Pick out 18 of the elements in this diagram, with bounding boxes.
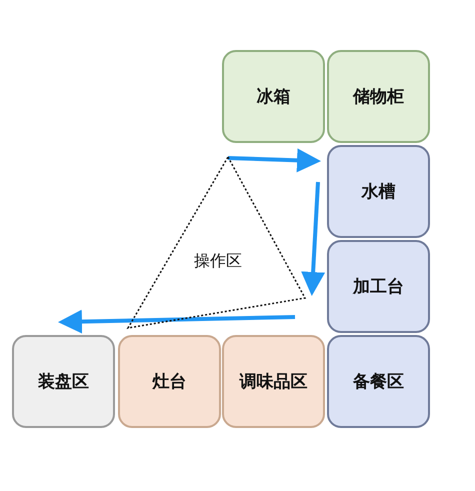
zone-label: 灶台 [152, 371, 186, 393]
zone-box [327, 50, 430, 143]
zone-box [327, 240, 430, 333]
zone-box [222, 50, 325, 143]
zone-box [222, 335, 325, 428]
zone-box [118, 335, 221, 428]
zone-label: 加工台 [353, 276, 404, 298]
zone-box [327, 335, 430, 428]
zone-label: 储物柜 [353, 86, 404, 108]
zone-box [12, 335, 115, 428]
zone-label: 装盘区 [38, 371, 89, 393]
zone-label: 备餐区 [353, 371, 404, 393]
zone-label: 水槽 [362, 181, 396, 203]
zone-label: 调味品区 [240, 371, 308, 393]
zone-label: 操作区 [194, 251, 242, 272]
zone-box [327, 145, 430, 238]
work-triangle [126, 155, 308, 331]
zone-label: 冰箱 [256, 86, 290, 108]
